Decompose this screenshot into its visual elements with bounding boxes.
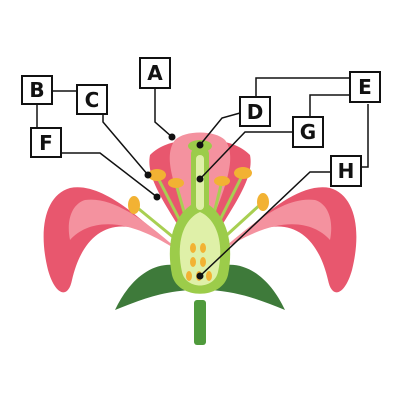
ovule — [186, 271, 192, 281]
stem — [194, 300, 206, 345]
petal-right-inner — [212, 199, 332, 258]
leader-e-d — [255, 77, 350, 97]
anther-6 — [257, 193, 269, 211]
leader-e-g — [309, 94, 350, 117]
anther-1 — [148, 169, 166, 181]
label-c-text: C — [85, 88, 100, 112]
dot-g — [196, 175, 204, 183]
label-box-e: E — [349, 71, 381, 103]
ovule — [206, 271, 212, 281]
label-box-h: H — [330, 155, 362, 187]
leader-lines — [36, 77, 369, 277]
label-box-a: A — [139, 57, 171, 89]
label-box-d: D — [239, 96, 271, 127]
anther-3 — [128, 196, 140, 214]
leader-f — [62, 152, 158, 198]
leader-d — [199, 112, 241, 146]
label-a-text: A — [147, 61, 163, 85]
ovule — [190, 243, 196, 253]
ovule — [190, 257, 196, 267]
label-box-b: B — [21, 75, 53, 105]
ovule — [200, 257, 206, 267]
label-h-text: H — [338, 159, 355, 183]
leader-c — [102, 114, 149, 176]
label-e-text: E — [358, 75, 372, 99]
label-f-text: F — [39, 131, 53, 155]
sepal-left — [115, 264, 190, 310]
leader-a — [154, 88, 173, 138]
dot-a — [168, 133, 176, 141]
dot-c — [144, 171, 152, 179]
leader-e-h — [362, 104, 369, 168]
anther-5 — [214, 176, 230, 186]
label-d-text: D — [247, 100, 264, 124]
label-b-text: B — [29, 78, 44, 102]
anther-2 — [168, 178, 184, 188]
label-box-c: C — [76, 84, 108, 115]
dot-d — [196, 141, 204, 149]
dot-h — [196, 272, 204, 280]
label-box-g: G — [292, 116, 324, 148]
sepal-right — [210, 264, 285, 310]
anther-4 — [234, 167, 252, 179]
ovule — [200, 243, 206, 253]
leader-h — [199, 171, 331, 277]
petal-left-inner — [68, 199, 188, 258]
label-box-f: F — [30, 127, 62, 158]
leader-g — [199, 131, 293, 180]
dot-f — [153, 193, 161, 201]
label-g-text: G — [300, 120, 316, 144]
